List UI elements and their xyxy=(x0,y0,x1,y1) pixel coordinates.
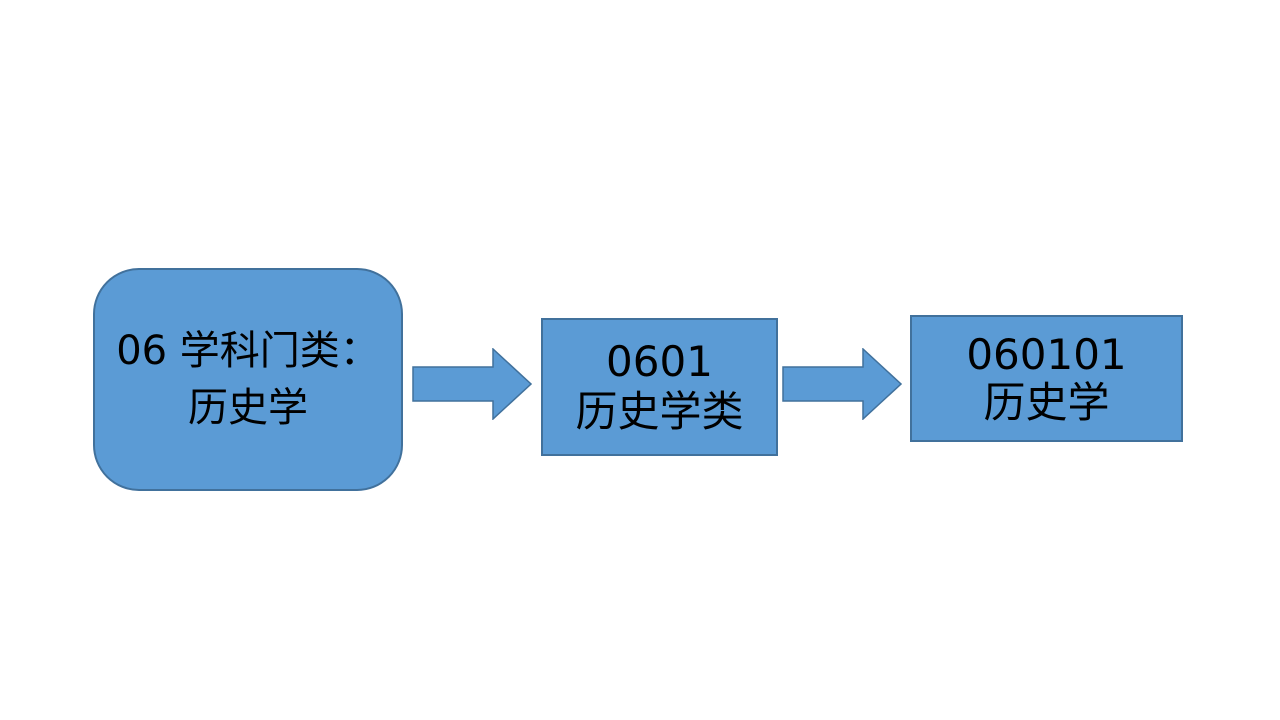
node-discipline-category-line2: 历史学 xyxy=(188,384,308,431)
node-discipline-class-line2: 历史学类 xyxy=(575,387,744,436)
node-discipline-class-line1: 0601 xyxy=(606,337,713,387)
right-arrow-icon xyxy=(782,348,902,420)
node-discipline-category: 06 学科门类： 历史学 xyxy=(93,268,403,491)
right-arrow-icon xyxy=(412,348,532,420)
node-discipline-class: 0601 历史学类 xyxy=(541,318,778,456)
node-major-line1: 060101 xyxy=(966,330,1127,380)
node-major: 060101 历史学 xyxy=(910,315,1183,442)
node-discipline-category-line1: 06 学科门类： xyxy=(116,327,380,374)
node-major-line2: 历史学 xyxy=(983,377,1110,427)
